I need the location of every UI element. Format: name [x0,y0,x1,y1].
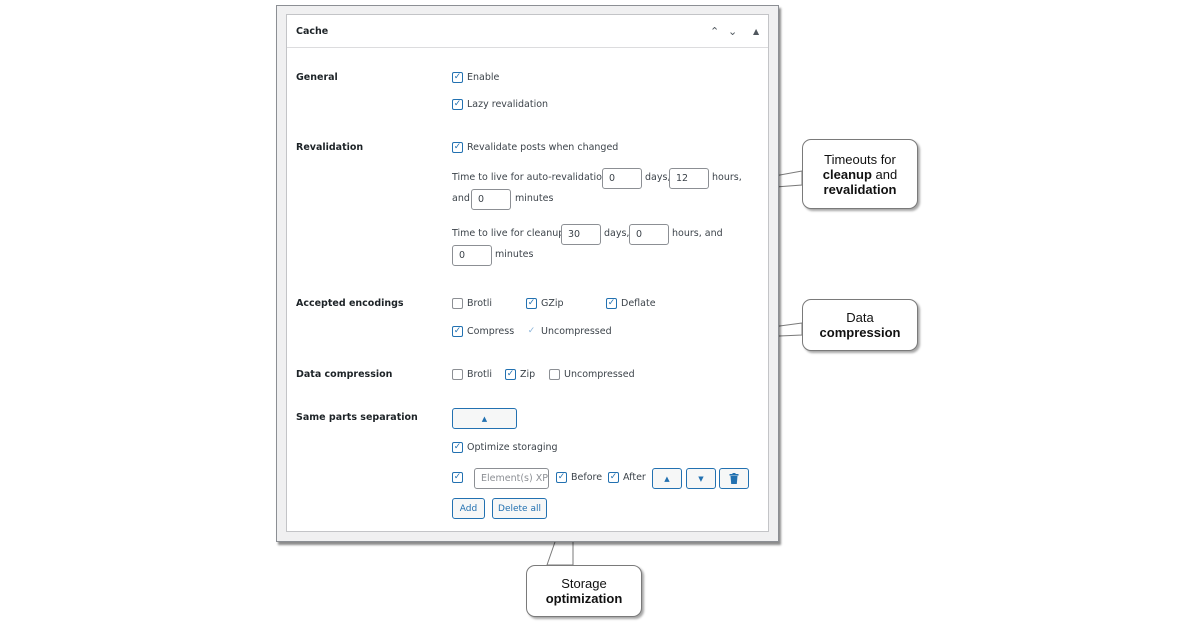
cache-panel: Cache ⌃ ⌄ ▲ General ✓ Enable ✓ Lazy reva… [286,14,769,532]
add-button[interactable]: Add [452,498,485,519]
optimize-storaging-option[interactable]: ✓ Optimize storaging [452,442,558,453]
compression-brotli-checkbox[interactable] [452,369,463,380]
storage-callout: Storage optimization [526,565,642,617]
after-option[interactable]: ✓ After [608,472,646,483]
auto-ttl-days-label: days, [645,172,671,183]
delete-item-button[interactable] [719,468,749,489]
enable-checkbox[interactable]: ✓ [452,72,463,83]
general-label: General [296,72,338,83]
panel-title: Cache [296,26,329,37]
auto-ttl-days-input[interactable]: 0 [602,168,642,189]
optimize-storaging-checkbox[interactable]: ✓ [452,442,463,453]
compression-zip-checkbox[interactable]: ✓ [505,369,516,380]
revalidation-label: Revalidation [296,142,364,153]
collapse-button[interactable]: ▲ [452,408,517,429]
settings-window: Cache ⌃ ⌄ ▲ General ✓ Enable ✓ Lazy reva… [276,5,779,542]
auto-ttl-minutes-input[interactable]: 0 [471,189,511,210]
encoding-brotli-option[interactable]: Brotli [452,298,492,309]
caret-up-icon: ▲ [664,474,670,483]
chevron-down-icon[interactable]: ⌄ [728,25,738,38]
caret-up-icon: ▲ [481,414,488,423]
cleanup-ttl-days-label: days, [604,228,630,239]
cleanup-ttl-hours-input[interactable]: 0 [629,224,669,245]
cleanup-ttl-days-input[interactable]: 30 [561,224,601,245]
auto-ttl-hours-input[interactable]: 12 [669,168,709,189]
compression-brotli-option[interactable]: Brotli [452,369,492,380]
auto-ttl-and-label: and [452,193,470,204]
same-parts-separation-label: Same parts separation [296,412,418,423]
xpath-input[interactable]: Element(s) XP [474,468,549,489]
cleanup-ttl-minutes-label: minutes [495,249,534,260]
accepted-encodings-label: Accepted encodings [296,298,404,309]
panel-header: Cache ⌃ ⌄ ▲ [287,15,768,48]
encoding-brotli-checkbox[interactable] [452,298,463,309]
auto-ttl-hours-label: hours, [712,172,742,183]
caret-down-icon: ▼ [698,474,704,483]
timeouts-callout: Timeouts for cleanup and revalidation [802,139,918,209]
move-down-button[interactable]: ▼ [686,468,716,489]
cleanup-ttl-hours-label: hours, and [672,228,723,239]
move-up-button[interactable]: ▲ [652,468,682,489]
compression-callout: Data compression [802,299,918,351]
encoding-uncompressed-option: ✓ Uncompressed [526,326,612,337]
delete-all-button[interactable]: Delete all [492,498,547,519]
revalidate-posts-checkbox[interactable]: ✓ [452,142,463,153]
lazy-revalidation-option[interactable]: ✓ Lazy revalidation [452,99,549,110]
before-option[interactable]: ✓ Before [556,472,603,483]
trash-icon [729,473,739,484]
separator-enabled-checkbox[interactable]: ✓ [452,472,463,483]
encoding-compress-checkbox[interactable]: ✓ [452,326,463,337]
encoding-compress-option[interactable]: ✓ Compress [452,326,515,337]
encoding-gzip-option[interactable]: ✓ GZip [526,298,564,309]
compression-zip-option[interactable]: ✓ Zip [505,369,536,380]
caret-up-icon[interactable]: ▲ [753,27,760,36]
encoding-uncompressed-checkbox: ✓ [526,326,537,337]
enable-option[interactable]: ✓ Enable [452,72,500,83]
compression-uncompressed-checkbox[interactable] [549,369,560,380]
before-checkbox[interactable]: ✓ [556,472,567,483]
cleanup-ttl-minutes-input[interactable]: 0 [452,245,492,266]
lazy-revalidation-checkbox[interactable]: ✓ [452,99,463,110]
auto-ttl-prefix: Time to live for auto-revalidation: [452,172,612,183]
encoding-gzip-checkbox[interactable]: ✓ [526,298,537,309]
auto-ttl-minutes-label: minutes [515,193,554,204]
after-checkbox[interactable]: ✓ [608,472,619,483]
compression-uncompressed-option[interactable]: Uncompressed [549,369,635,380]
encoding-deflate-option[interactable]: ✓ Deflate [606,298,656,309]
chevron-up-icon[interactable]: ⌃ [710,25,720,38]
data-compression-label: Data compression [296,369,393,380]
separator-enabled-option[interactable]: ✓ [452,472,463,483]
cleanup-ttl-prefix: Time to live for cleanup: [452,228,568,239]
encoding-deflate-checkbox[interactable]: ✓ [606,298,617,309]
revalidate-posts-option[interactable]: ✓ Revalidate posts when changed [452,142,619,153]
